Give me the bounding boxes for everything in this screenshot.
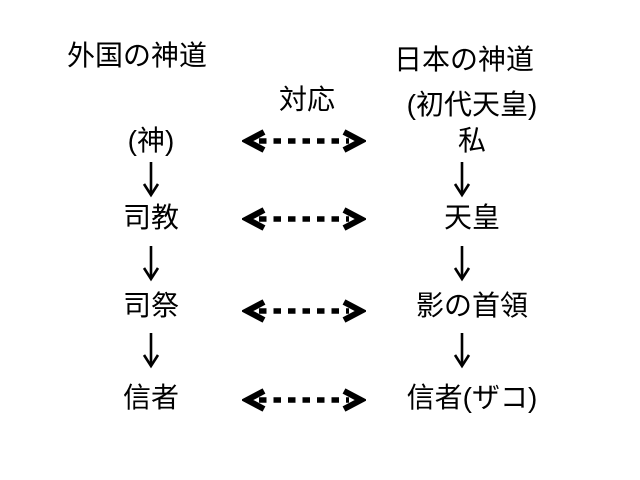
left-node: (神): [127, 125, 175, 156]
right-node: 影の首領: [415, 290, 528, 321]
correspondence-arrow-icon: [242, 299, 366, 323]
down-arrow-icon: [449, 331, 475, 369]
down-arrow-icon: [138, 331, 164, 369]
right-node: 私: [457, 125, 486, 156]
correspondence-label: 対応: [278, 84, 335, 115]
right-node: 天皇: [443, 202, 500, 233]
right-node: 信者(ザコ): [406, 382, 538, 413]
down-arrow-icon: [138, 160, 164, 198]
correspondence-arrow-icon: [242, 207, 366, 231]
left-node: 司教: [122, 202, 179, 233]
left-column-header: 外国の神道: [67, 40, 208, 71]
correspondence-arrow-icon: [242, 388, 366, 412]
down-arrow-icon: [449, 244, 475, 282]
left-node: 司祭: [122, 290, 179, 321]
left-node: 信者: [122, 382, 179, 413]
down-arrow-icon: [138, 244, 164, 282]
right-column-header: 日本の神道: [394, 44, 535, 75]
down-arrow-icon: [449, 160, 475, 198]
correspondence-arrow-icon: [242, 129, 366, 153]
right-column-subtitle: (初代天皇): [406, 89, 538, 120]
